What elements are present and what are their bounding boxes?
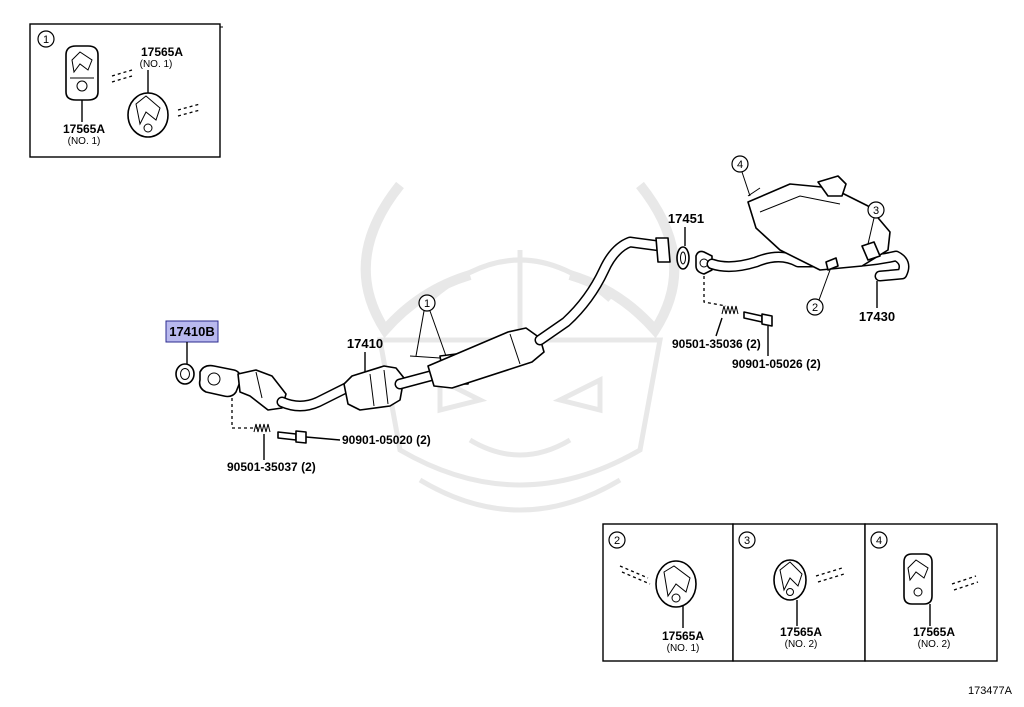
rubber-hanger-icon bbox=[903, 553, 933, 605]
inset-1-bottom-part-label: 17565A bbox=[63, 122, 105, 136]
callout-2: 2 bbox=[806, 269, 831, 316]
inset-1-number: 1 bbox=[43, 34, 49, 46]
callout-1: 1 bbox=[415, 294, 447, 357]
callout-4: 4 bbox=[731, 155, 751, 197]
gasket-rear-label: 17451 bbox=[668, 211, 704, 226]
callout-4-number: 4 bbox=[737, 159, 743, 171]
gasket-front-label: 17410B bbox=[169, 324, 215, 339]
callout-3: 3 bbox=[867, 201, 885, 245]
callout-3-number: 3 bbox=[873, 205, 879, 217]
callout-2-number: 2 bbox=[812, 302, 818, 314]
inset-4-part-label: 17565A bbox=[913, 625, 955, 639]
front-pipe-label: 17410 bbox=[347, 336, 383, 351]
rubber-hanger-icon bbox=[65, 45, 99, 101]
inset-3-number: 3 bbox=[744, 535, 750, 547]
front-exhaust-pipe bbox=[198, 236, 671, 412]
front-bolt-label: 90901-05020 (2) bbox=[342, 433, 431, 447]
inset-1-number-circle bbox=[37, 30, 55, 48]
rubber-hanger-icon bbox=[655, 560, 697, 608]
rear-gasket bbox=[676, 246, 690, 270]
inset-1-top-part-label: 17565A bbox=[141, 45, 183, 59]
tail-pipe-muffler bbox=[695, 175, 910, 282]
inset-2-part-sub: (NO. 1) bbox=[667, 643, 700, 654]
inset-1-bottom-part-sub: (NO. 1) bbox=[68, 136, 101, 147]
tail-pipe-label: 17430 bbox=[859, 309, 895, 324]
inset-3-part-sub: (NO. 2) bbox=[785, 639, 818, 650]
rear-bolt-label: 90901-05026 (2) bbox=[732, 357, 821, 371]
inset-3: 3 17565A (NO. 2) bbox=[732, 523, 866, 662]
rubber-hanger-icon bbox=[773, 559, 807, 601]
front-gasket: 17410B bbox=[165, 320, 219, 385]
inset-1: 1 17565A (NO. 1) 17565A (NO. 1) bbox=[29, 23, 223, 158]
inset-3-part-label: 17565A bbox=[780, 625, 822, 639]
rubber-hanger-icon bbox=[127, 92, 169, 138]
figure-code: 173477A bbox=[968, 685, 1013, 697]
inset-4-part-sub: (NO. 2) bbox=[918, 639, 951, 650]
inset-2-number: 2 bbox=[614, 535, 620, 547]
rear-fasteners bbox=[703, 276, 773, 356]
inset-1-top-part-sub: (NO. 1) bbox=[140, 59, 173, 70]
inset-2-part-label: 17565A bbox=[662, 629, 704, 643]
rear-spring-label: 90501-35036 (2) bbox=[672, 337, 761, 351]
watermark-emblem bbox=[360, 181, 680, 513]
inset-4: 4 17565A (NO. 2) bbox=[864, 523, 998, 662]
callout-1-number: 1 bbox=[424, 298, 430, 310]
front-fasteners bbox=[231, 398, 341, 460]
front-spring-label: 90501-35037 (2) bbox=[227, 460, 316, 474]
gasket-front-highlight bbox=[165, 320, 219, 343]
inset-2: 2 17565A (NO. 1) bbox=[602, 523, 734, 662]
inset-4-number: 4 bbox=[876, 535, 882, 547]
